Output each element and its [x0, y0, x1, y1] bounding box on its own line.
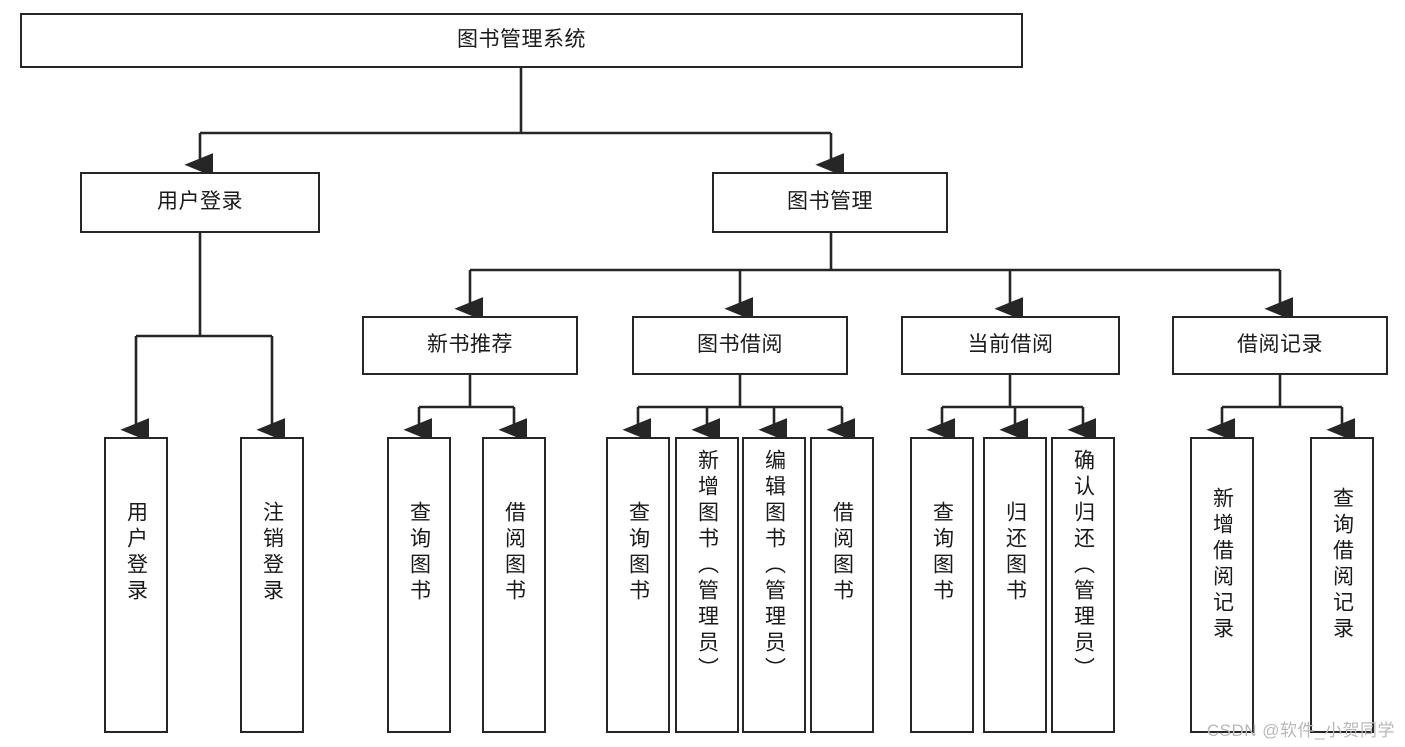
- node-current-borrow[interactable]: 当前借阅: [901, 316, 1120, 375]
- node-leaf-query-book-1[interactable]: 查询图书: [387, 437, 451, 733]
- node-borrow-record[interactable]: 借阅记录: [1172, 316, 1388, 375]
- node-book-manage-label: 图书管理: [787, 190, 873, 214]
- node-leaf-user-login[interactable]: 用户登录: [104, 437, 168, 733]
- node-leaf-confirm-return-label: 确认归还（管理员）: [1071, 449, 1095, 683]
- node-leaf-add-book[interactable]: 新增图书（管理员）: [675, 437, 739, 733]
- node-root[interactable]: 图书管理系统: [20, 13, 1023, 68]
- node-leaf-return-book-label: 归还图书: [1003, 501, 1027, 605]
- node-leaf-edit-book[interactable]: 编辑图书（管理员）: [742, 437, 806, 733]
- node-book-manage[interactable]: 图书管理: [712, 172, 948, 233]
- node-new-book-rec-label: 新书推荐: [427, 333, 513, 357]
- node-leaf-query-book-2-label: 查询图书: [626, 501, 650, 605]
- node-leaf-borrow-book-2-label: 借阅图书: [830, 501, 854, 605]
- node-book-borrow[interactable]: 图书借阅: [632, 316, 848, 375]
- node-leaf-query-record[interactable]: 查询借阅记录: [1310, 437, 1374, 733]
- node-leaf-query-book-2[interactable]: 查询图书: [606, 437, 670, 733]
- node-leaf-query-book-3-label: 查询图书: [930, 501, 954, 605]
- node-leaf-add-record-label: 新增借阅记录: [1210, 487, 1234, 643]
- node-current-borrow-label: 当前借阅: [967, 333, 1054, 357]
- node-leaf-user-login-label: 用户登录: [124, 501, 148, 605]
- node-root-label: 图书管理系统: [457, 28, 586, 52]
- node-leaf-user-logout[interactable]: 注销登录: [240, 437, 304, 733]
- node-leaf-query-record-label: 查询借阅记录: [1330, 487, 1354, 643]
- node-new-book-rec[interactable]: 新书推荐: [362, 316, 578, 375]
- node-leaf-add-book-label: 新增图书（管理员）: [695, 449, 719, 683]
- node-book-borrow-label: 图书借阅: [697, 333, 783, 357]
- node-leaf-query-book-1-label: 查询图书: [407, 501, 431, 605]
- node-user-login-label: 用户登录: [157, 190, 243, 214]
- node-leaf-confirm-return[interactable]: 确认归还（管理员）: [1051, 437, 1115, 733]
- node-leaf-borrow-book-1-label: 借阅图书: [502, 501, 526, 605]
- node-user-login[interactable]: 用户登录: [80, 172, 320, 233]
- node-leaf-add-record[interactable]: 新增借阅记录: [1190, 437, 1254, 733]
- node-leaf-query-book-3[interactable]: 查询图书: [910, 437, 974, 733]
- node-borrow-record-label: 借阅记录: [1237, 333, 1323, 357]
- node-leaf-borrow-book-1[interactable]: 借阅图书: [482, 437, 546, 733]
- csdn-watermark: CSDN @软件_小贺同学: [1206, 721, 1395, 740]
- node-leaf-user-logout-label: 注销登录: [260, 501, 284, 605]
- node-leaf-edit-book-label: 编辑图书（管理员）: [762, 449, 786, 683]
- node-leaf-return-book[interactable]: 归还图书: [983, 437, 1047, 733]
- node-leaf-borrow-book-2[interactable]: 借阅图书: [810, 437, 874, 733]
